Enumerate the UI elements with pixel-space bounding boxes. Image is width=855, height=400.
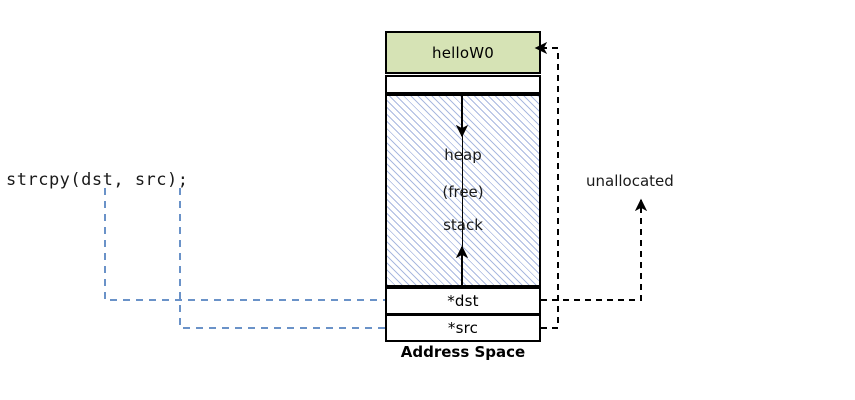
pointer-dst-to-unallocated	[541, 198, 648, 301]
region-label-free: (free)	[442, 183, 484, 201]
memory-block-dst-pointer: *dst	[385, 287, 541, 315]
region-label-stack: stack	[443, 216, 483, 234]
leader-src	[179, 188, 385, 329]
memory-block-dst-pointer-label: *dst	[447, 292, 479, 310]
region-label-heap: heap	[444, 146, 482, 164]
address-space-caption: Address Space	[400, 343, 526, 361]
free-region-divider	[462, 96, 463, 285]
code-statement: strcpy(dst, src);	[6, 170, 189, 190]
annotation-unallocated: unallocated	[586, 172, 674, 190]
memory-block-gap	[385, 75, 541, 94]
memory-block-src-pointer-label: *src	[447, 319, 479, 337]
memory-block-string-literal: helloW0	[385, 31, 541, 74]
memory-block-string-literal-label: helloW0	[431, 43, 495, 62]
memory-block-src-pointer: *src	[385, 314, 541, 342]
leader-dst	[104, 188, 385, 301]
